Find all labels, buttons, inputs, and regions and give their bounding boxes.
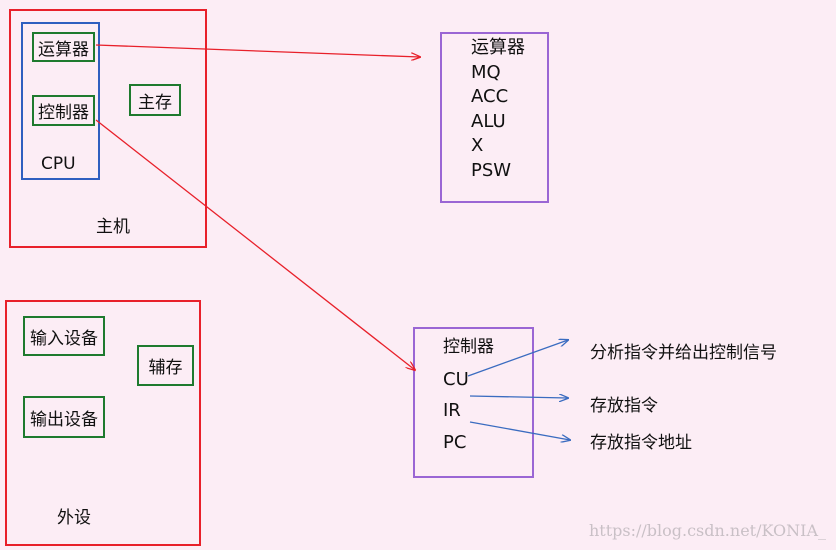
output-device-box: 输出设备 bbox=[23, 396, 105, 438]
control-box: 控制器 bbox=[32, 95, 95, 126]
pc-note-arrow bbox=[469, 421, 570, 440]
control-detail-item: PC bbox=[443, 431, 467, 453]
host-label: 主机 bbox=[96, 217, 130, 237]
alu-box: 运算器 bbox=[32, 32, 95, 62]
control-detail-item: IR bbox=[443, 400, 461, 421]
alu-detail-list: 运算器 MQ ACC ALU X PSW bbox=[471, 36, 525, 183]
input-device-box: 输入设备 bbox=[23, 316, 105, 356]
alu-detail-item: PSW bbox=[471, 159, 512, 181]
ir-note-arrow bbox=[469, 396, 568, 398]
control-detail-title: 控制器 bbox=[443, 337, 494, 357]
alu-detail-item: MQ bbox=[471, 61, 501, 83]
control-detail-list: 控制器 CU IR PC bbox=[443, 332, 494, 458]
alu-detail-item: ACC bbox=[471, 86, 509, 107]
alu-detail-box bbox=[440, 32, 549, 203]
control-detail-box bbox=[413, 327, 534, 478]
pc-note: 存放指令地址 bbox=[590, 433, 692, 453]
alu-to-detail-arrow bbox=[95, 44, 420, 57]
alu-detail-item: X bbox=[471, 135, 484, 156]
peripherals-label: 外设 bbox=[57, 508, 91, 528]
control-to-detail-arrow bbox=[95, 119, 415, 370]
peripherals-box bbox=[5, 300, 201, 546]
cpu-box bbox=[21, 22, 100, 180]
main-memory-box: 主存 bbox=[129, 84, 181, 116]
watermark: https://blog.csdn.net/KONIA_ bbox=[588, 521, 826, 540]
alu-detail-title: 运算器 bbox=[471, 37, 525, 58]
cu-note-arrow bbox=[467, 340, 568, 377]
ir-note: 存放指令 bbox=[590, 396, 658, 416]
cpu-label: CPU bbox=[41, 154, 76, 174]
cu-note: 分析指令并给出控制信号 bbox=[590, 343, 777, 363]
aux-storage-box: 辅存 bbox=[137, 345, 194, 386]
alu-detail-item: ALU bbox=[471, 110, 506, 132]
host-box bbox=[9, 9, 207, 248]
control-detail-item: CU bbox=[443, 368, 469, 390]
